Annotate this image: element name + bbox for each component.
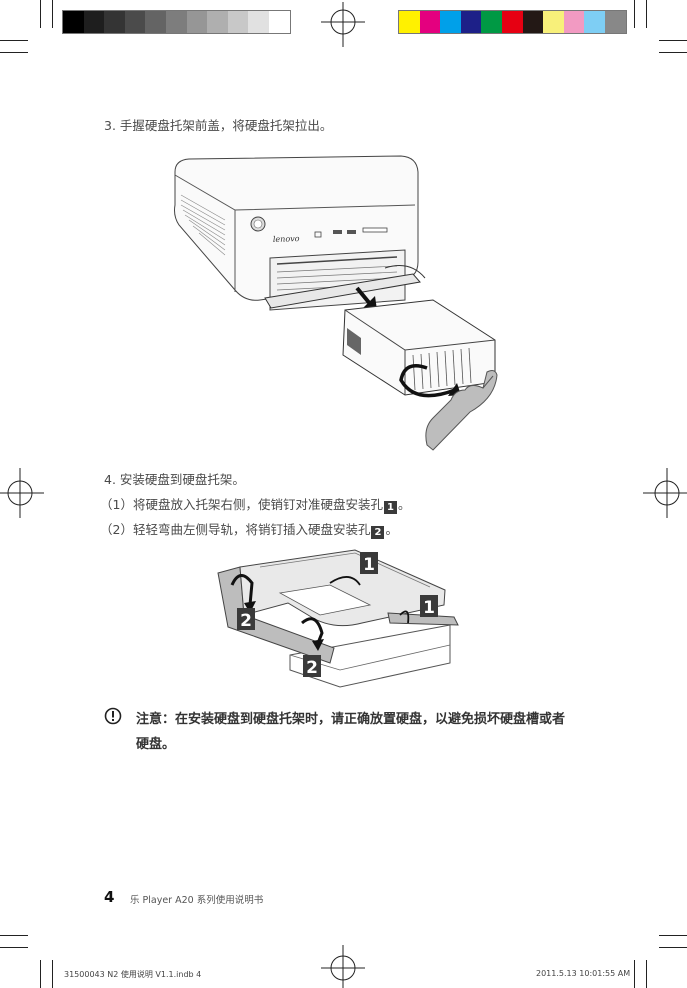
substep-2-end: 。 xyxy=(385,522,398,537)
process-color-swatch xyxy=(604,11,626,33)
substep-2-text: （2）轻轻弯曲左侧导轨，将销钉插入硬盘安装孔 xyxy=(100,522,371,537)
grayscale-swatch xyxy=(83,11,105,33)
registration-mark-left xyxy=(0,468,44,518)
process-color-swatch xyxy=(460,11,482,33)
grayscale-swatch xyxy=(165,11,187,33)
hole-1-badge: 1 xyxy=(383,501,397,514)
slug-date-info: 2011.5.13 10:01:55 AM xyxy=(536,969,631,978)
grayscale-swatch xyxy=(145,11,166,33)
callout-1-right: 1 xyxy=(423,598,435,618)
process-color-swatch xyxy=(584,11,605,33)
hole-2-badge: 2 xyxy=(371,526,385,539)
callout-1-top: 1 xyxy=(363,555,375,575)
substep-1-end: 。 xyxy=(397,497,411,512)
grayscale-swatch xyxy=(248,11,269,33)
step-3-text: 3. 手握硬盘托架前盖，将硬盘托架拉出。 xyxy=(104,118,333,133)
process-color-swatch xyxy=(543,11,564,33)
exclamation-circle-icon xyxy=(104,707,122,725)
registration-mark-right xyxy=(643,468,687,518)
registration-mark-top xyxy=(321,2,365,47)
registration-mark-bottom xyxy=(321,945,365,988)
process-color-swatch xyxy=(522,11,544,33)
grayscale-swatch xyxy=(227,11,249,33)
grayscale-swatch xyxy=(268,11,290,33)
process-color-swatch xyxy=(419,11,441,33)
process-color-swatch xyxy=(399,11,420,33)
warning-line-1: 注意：在安装硬盘到硬盘托架时，请正确放置硬盘，以避免损坏硬盘槽或者 xyxy=(136,712,566,727)
callout-2-left: 2 xyxy=(240,611,252,631)
drive-tray-removal-illustration: lenovo xyxy=(174,155,498,451)
process-color-swatch xyxy=(501,11,523,33)
grayscale-swatch xyxy=(104,11,125,33)
warning-line-2: 硬盘。 xyxy=(136,737,176,752)
slug-file-info: 31500043 N2 使用说明 V1.1.indb 4 xyxy=(64,970,202,979)
grayscale-swatch xyxy=(207,11,228,33)
callout-2-bottom: 2 xyxy=(306,658,318,678)
grayscale-swatch xyxy=(63,11,84,33)
step-4-text: 4. 安装硬盘到硬盘托架。 xyxy=(104,472,245,487)
device-brand-logo: lenovo xyxy=(273,234,300,244)
drive-installation-illustration: 1 1 2 2 xyxy=(217,549,459,688)
grayscale-color-bar xyxy=(62,10,291,34)
page-number: 4 xyxy=(104,888,115,906)
grayscale-swatch xyxy=(186,11,208,33)
substep-1-text: （1）将硬盘放入托架右侧，使销钉对准硬盘安装孔 xyxy=(100,497,383,512)
process-color-swatch xyxy=(440,11,461,33)
process-color-swatch xyxy=(563,11,585,33)
footer-title: 乐 Player A20 系列使用说明书 xyxy=(130,895,264,906)
grayscale-swatch xyxy=(124,11,146,33)
process-color-swatch xyxy=(481,11,502,33)
process-color-bar xyxy=(398,10,627,34)
